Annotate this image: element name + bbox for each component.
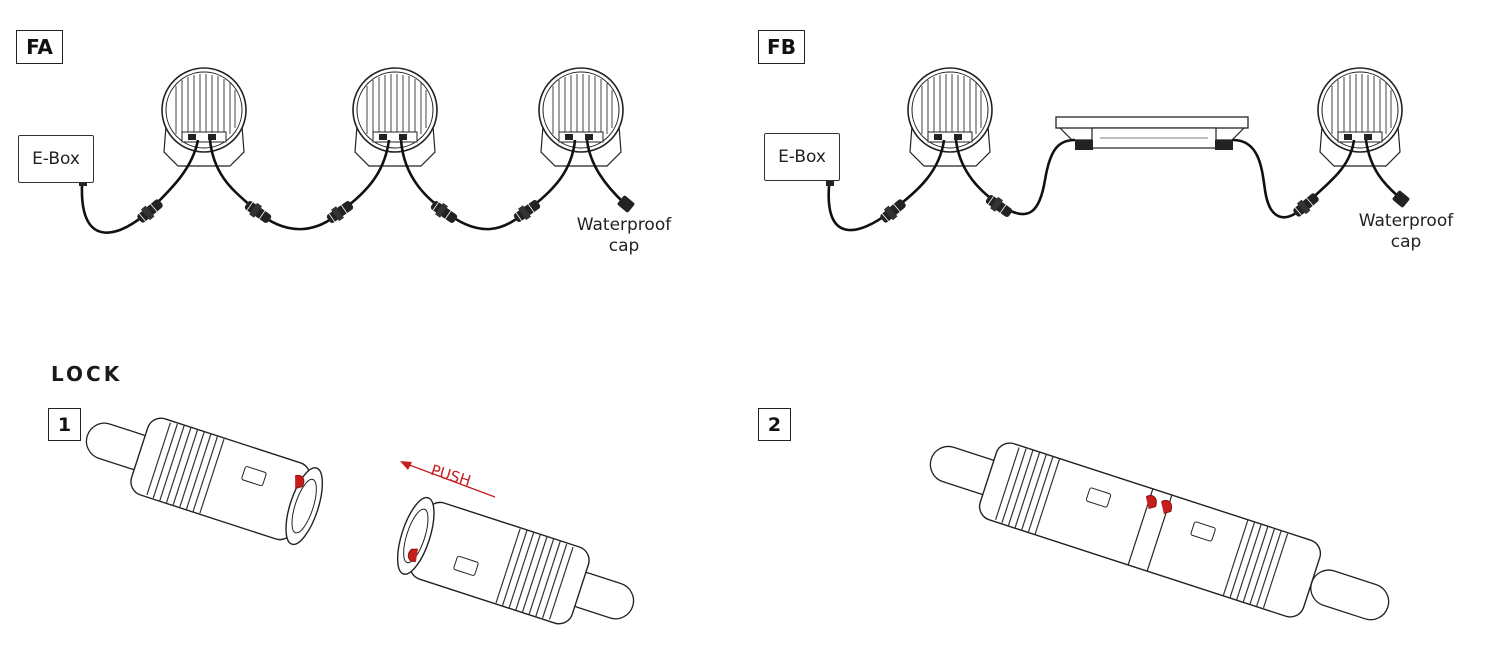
step-label-2: 2 (758, 408, 791, 441)
panel-label-fb: FB (758, 30, 805, 64)
lock-step-2 (929, 442, 1390, 621)
lock-step-1 (74, 396, 646, 646)
linear-luminaire-icon (1055, 116, 1249, 150)
round-luminaire-icon (161, 67, 247, 167)
round-luminaire-icon (352, 67, 438, 167)
ebox: E-Box (18, 135, 94, 183)
cap-label-line1: Waterproof (576, 215, 672, 235)
round-luminaire-icon (907, 67, 993, 167)
cap-label-line1: Waterproof (1358, 211, 1454, 231)
cylindrical-connector-icon (74, 396, 331, 550)
cylindrical-connector-icon (929, 442, 1390, 621)
push-arrow-icon (400, 461, 496, 498)
ebox: E-Box (764, 133, 840, 181)
fb-diagram (826, 67, 1411, 232)
fa-diagram (79, 67, 636, 234)
cap-label-line2: cap (1390, 232, 1422, 252)
lock-title: LOCK (51, 362, 123, 386)
round-luminaire-icon (1317, 67, 1403, 167)
step-label-1: 1 (48, 408, 81, 441)
waterproof-cap-label: Waterproof cap (1351, 211, 1461, 253)
cap-label-line2: cap (608, 236, 640, 256)
waterproof-cap-label: Waterproof cap (569, 215, 679, 257)
round-luminaire-icon (538, 67, 624, 167)
panel-label-fa: FA (16, 30, 63, 64)
cylindrical-connector-icon (389, 492, 646, 646)
